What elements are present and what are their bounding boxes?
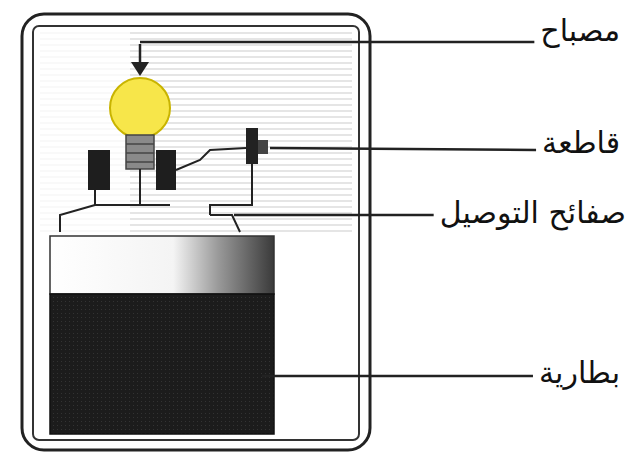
leader-line [270,148,536,150]
switch [246,128,258,164]
leader-line [262,375,533,378]
leader-line [234,214,434,217]
leader-line [140,41,534,44]
battery-top [50,236,274,294]
lamp-bulb [110,78,170,138]
part-label: قاطعة [542,126,620,159]
part-label: بطارية [539,356,620,389]
wire [176,148,246,170]
battery-body [50,294,274,434]
wire [210,164,252,215]
lamp-base [126,135,154,169]
inner-case [33,26,359,440]
part-label: مصباح [540,14,620,47]
part-label: صفائح التوصيل [440,196,626,229]
flashlight-housing [22,14,370,450]
connection-plate [60,205,95,232]
lamp-holder [88,150,110,190]
background-hatching [40,32,352,232]
connection-plate [210,215,240,232]
connection-plate [95,190,170,205]
lamp-holder [156,150,176,190]
